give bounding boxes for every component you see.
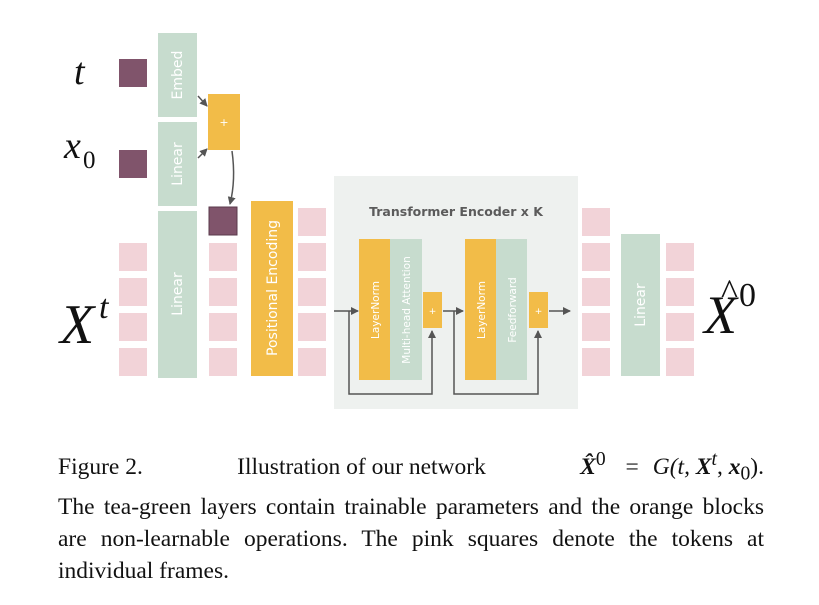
input-token [119,348,147,376]
t-token [119,59,147,87]
caption-body: The tea-green layers contain trainable p… [58,493,764,584]
final-output-token [666,348,694,376]
positional-encoding-block [251,201,293,376]
layernorm-2-block [465,239,496,380]
linear-out-label: Linear [633,283,649,327]
arrow-embed-to-plus [197,95,208,107]
encoder-output-token [582,243,610,271]
encoder-output-token [582,208,610,236]
mha-label: Multi-head Attention [401,256,413,363]
input-xt-symbol: X t [58,289,110,356]
embed-layer [158,33,197,117]
linear-output-token-column [209,243,237,376]
condition-token [208,206,238,236]
final-output-token [666,313,694,341]
caption-formula: X̂0 =G(t, Xt, x0). [580,449,764,485]
input-token [119,278,147,306]
encoder-output-token [582,313,610,341]
encoder-output-token [582,278,610,306]
linear-xt-layer [158,211,197,378]
input-t-symbol: t [74,51,86,93]
input-token-column [119,243,147,376]
embed-label: Embed [170,51,186,100]
pe-output-token-column [298,208,326,376]
figure-caption: Figure 2. Illustration of our network X̂… [58,444,764,587]
pe-output-token [298,208,326,236]
plus-2-label: + [535,307,543,317]
svg-text:^: ^ [721,272,738,312]
feedforward-label: Feedforward [507,277,519,342]
caption-first-line: Figure 2. Illustration of our network X̂… [58,444,764,491]
svg-text:0: 0 [83,147,96,174]
linear-output-token [209,243,237,271]
linear-x0-label: Linear [170,142,186,186]
positional-encoding-label: Positional Encoding [265,220,281,356]
feedforward-block [496,239,527,380]
arrow-plus-to-cond-token [227,150,236,205]
plus-cond-label: + [219,116,228,129]
final-output-token [666,278,694,306]
svg-text:0: 0 [739,277,756,314]
pe-output-token [298,278,326,306]
svg-text:X: X [702,285,739,345]
encoder-output-token [582,348,610,376]
pe-output-token [298,313,326,341]
transformer-encoder-title: Transformer Encoder x K [369,204,544,219]
svg-text:x: x [63,125,81,167]
plus-1-block [423,292,442,328]
encoder-output-token-column [582,208,610,376]
input-token [119,243,147,271]
linear-out-layer [621,234,660,376]
input-token [119,313,147,341]
linear-output-token [209,278,237,306]
pe-output-token [298,243,326,271]
linear-output-token [209,313,237,341]
arrow-linear-to-plus [197,148,208,159]
plus-2-block [529,292,548,328]
layernorm-1-block [359,239,390,380]
layernorm-2-label: LayerNorm [476,281,488,339]
caption-label: Figure 2. [58,453,143,480]
linear-xt-label: Linear [170,272,186,316]
mha-block [390,239,422,380]
plus-cond-block [208,94,240,150]
residual-2-connection [453,311,542,395]
final-output-token [666,243,694,271]
plus-1-label: + [429,307,437,317]
layernorm-1-label: LayerNorm [370,281,382,339]
output-xhat0-symbol: X ^ 0 [702,272,756,345]
svg-text:t: t [99,289,110,326]
residual-1-connection [348,311,436,395]
caption-intro: Illustration of our network [237,453,486,480]
pe-output-token [298,348,326,376]
x0-token [119,150,147,178]
svg-text:X: X [58,294,97,356]
input-x0-symbol: x 0 [63,125,96,174]
network-diagram: t x 0 X t Embed Linear Linear + Position… [58,33,756,409]
linear-x0-layer [158,122,197,206]
linear-output-token [209,348,237,376]
final-output-token-column [666,243,694,376]
